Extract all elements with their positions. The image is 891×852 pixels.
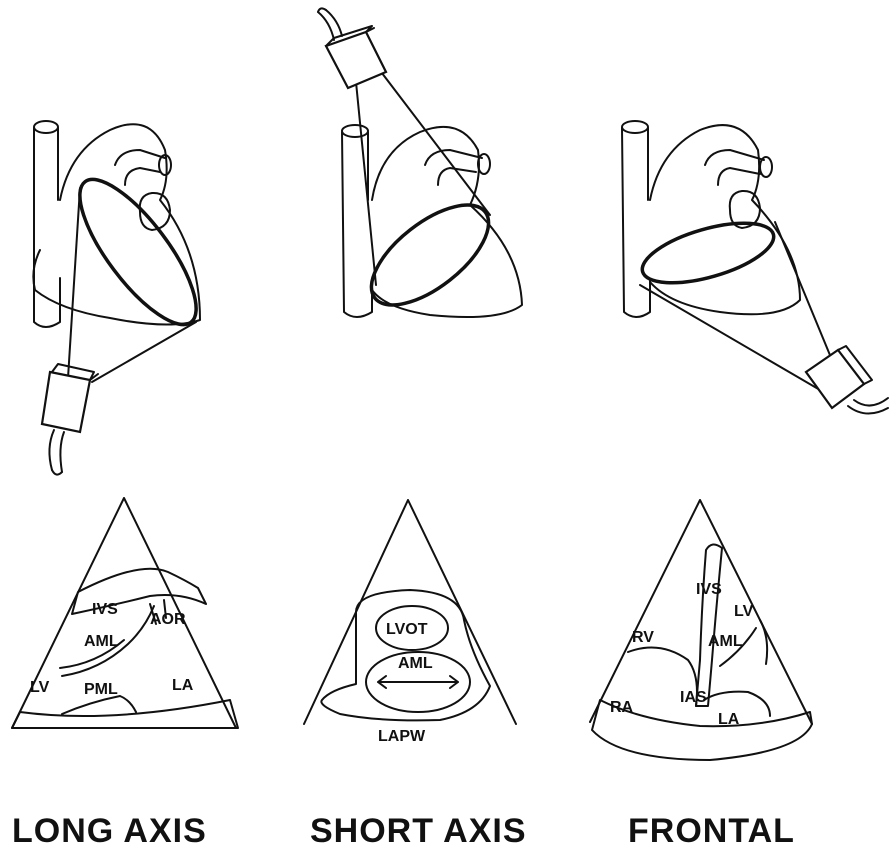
beam-lines xyxy=(356,60,490,285)
heart-outline xyxy=(650,125,800,314)
label-aml: AML xyxy=(398,655,433,672)
label-rv: RV xyxy=(632,629,654,646)
label-aor: AOR xyxy=(150,611,186,628)
imaging-plane-frontal xyxy=(636,211,780,295)
label-ivs: IVS xyxy=(92,601,118,618)
label-ra: RA xyxy=(610,699,634,716)
posterior-mitral-leaflet xyxy=(62,696,136,714)
label-lapw: LAPW xyxy=(378,728,426,745)
label-lvot: LVOT xyxy=(386,621,428,638)
imaging-plane-short-axis xyxy=(355,187,505,324)
label-ivs: IVS xyxy=(696,581,722,598)
sector-long-axis: IVS AOR AML LV PML LA xyxy=(12,498,238,728)
vena-cava xyxy=(342,132,372,317)
label-ias: IAS xyxy=(680,689,707,706)
label-aml: AML xyxy=(84,633,119,650)
transducer-probe xyxy=(42,364,98,475)
caption-long-axis: LONG AXIS xyxy=(12,812,207,850)
heart-frontal xyxy=(622,121,888,414)
heart-outline xyxy=(372,127,522,317)
label-la: LA xyxy=(172,677,194,694)
transducer-probe xyxy=(318,8,386,88)
beam-lines xyxy=(640,222,832,390)
label-lv: LV xyxy=(30,679,50,696)
label-aml: AML xyxy=(708,633,743,650)
label-pml: PML xyxy=(84,681,118,698)
transducer-probe xyxy=(806,346,888,414)
sector-frontal: IVS RV LV AML RA IAS LA xyxy=(590,500,812,760)
aortic-arch xyxy=(115,150,165,185)
posterior-wall-band xyxy=(12,700,238,728)
beam-lines xyxy=(68,188,196,382)
label-la: LA xyxy=(718,711,740,728)
caption-short-axis: SHORT AXIS xyxy=(310,812,527,850)
caption-frontal: FRONTAL xyxy=(628,812,795,850)
septum-stipple xyxy=(696,544,722,706)
sector-short-axis: LVOT AML LAPW xyxy=(304,500,516,745)
aortic-arch xyxy=(705,150,764,185)
imaging-plane-long-axis xyxy=(61,164,215,341)
mitral-orifice-arrow xyxy=(378,676,458,688)
heart-short-axis xyxy=(318,8,522,323)
heart-long-axis xyxy=(33,121,215,475)
label-lv: LV xyxy=(734,603,754,620)
